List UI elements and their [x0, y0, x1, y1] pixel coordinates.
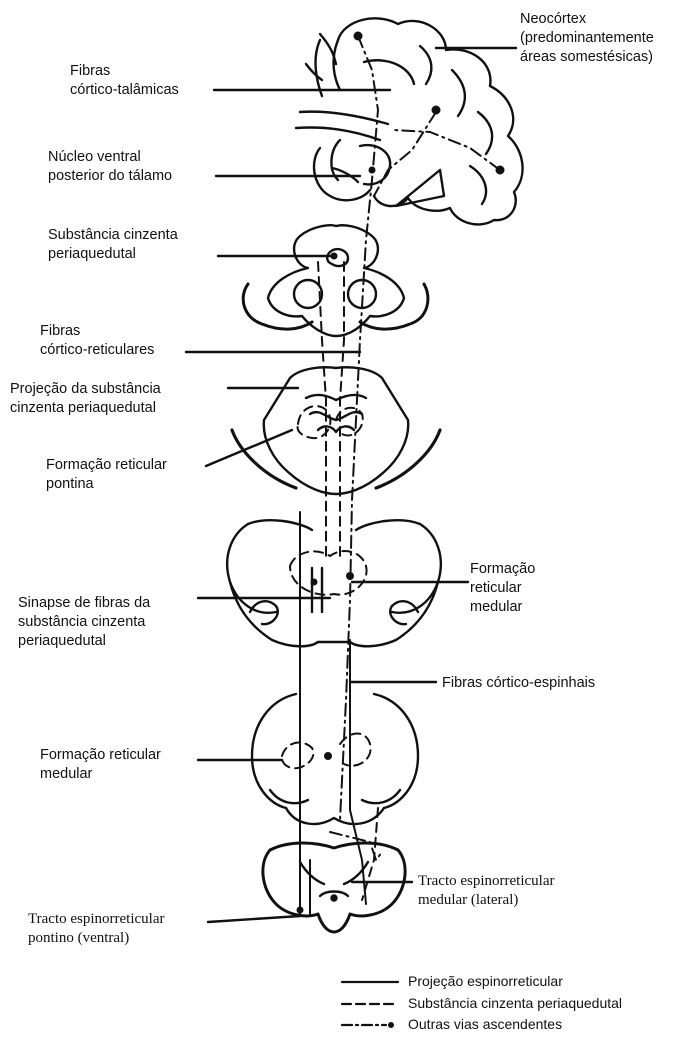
label-line: (predominantemente	[520, 29, 654, 48]
label-line: pontino (ventral)	[28, 929, 165, 948]
label-line: medular	[470, 598, 535, 617]
label-line: cinzenta periaquedutal	[10, 399, 161, 418]
label-line: córtico-reticulares	[40, 341, 154, 360]
label-line: Núcleo ventral	[48, 148, 172, 167]
label-line: Fibras córtico-espinhais	[442, 674, 595, 693]
label-fibras-cortico-reticulares: Fibras córtico-reticulares	[40, 322, 154, 360]
label-line: pontina	[46, 475, 167, 494]
label-sinapse-fibras: Sinapse de fibras da substância cinzenta…	[18, 594, 150, 651]
neuron-dots	[297, 32, 505, 914]
label-nucleo-ventral: Núcleo ventral posterior do tálamo	[48, 148, 172, 186]
label-line: Tracto espinorreticular	[418, 872, 555, 891]
label-formacao-pontina: Formação reticular pontina	[46, 456, 167, 494]
label-tracto-medular: Tracto espinorreticular medular (lateral…	[418, 872, 555, 910]
label-line: medular (lateral)	[418, 891, 555, 910]
label-line: Formação reticular	[40, 746, 161, 765]
label-line: Fibras	[40, 322, 154, 341]
label-line: periaquedutal	[18, 632, 150, 651]
label-substancia-cinzenta: Substância cinzenta periaquedutal	[48, 226, 178, 264]
label-line: posterior do tálamo	[48, 167, 172, 186]
upper-medulla-section	[227, 520, 441, 646]
label-line: Formação reticular	[46, 456, 167, 475]
label-formacao-medular-right: Formação reticular medular	[470, 560, 535, 617]
label-line: Projeção da substância	[10, 380, 161, 399]
label-line: Tracto espinorreticular	[28, 910, 165, 929]
label-line: córtico-talâmicas	[70, 81, 179, 100]
neocortex-shape	[296, 18, 523, 224]
label-projecao-substancia: Projeção da substância cinzenta periaque…	[10, 380, 161, 418]
spinoreticular-tracts	[300, 512, 366, 916]
pons-section	[232, 367, 440, 494]
label-line: substância cinzenta	[18, 613, 150, 632]
label-line: Fibras	[70, 62, 179, 81]
label-line: Neocórtex	[520, 10, 654, 29]
label-neocortex: Neocórtex (predominantemente áreas somes…	[520, 10, 654, 67]
midbrain-section	[243, 225, 428, 336]
label-line: Formação	[470, 560, 535, 579]
label-formacao-medular-left: Formação reticular medular	[40, 746, 161, 784]
label-line: medular	[40, 765, 161, 784]
legend-strokes	[342, 982, 398, 1028]
legend-item-dashdot: Outras vias ascendentes	[408, 1016, 562, 1032]
label-line: Substância cinzenta	[48, 226, 178, 245]
label-line: Sinapse de fibras da	[18, 594, 150, 613]
spinal-cord-section	[263, 843, 405, 932]
label-fibras-cortico-espinhais: Fibras córtico-espinhais	[442, 674, 595, 693]
label-line: periaquedutal	[48, 245, 178, 264]
label-line: reticular	[470, 579, 535, 598]
label-line: áreas somestésicas)	[520, 48, 654, 67]
label-fibras-cortico-talamicas: Fibras córtico-talâmicas	[70, 62, 179, 100]
label-tracto-pontino: Tracto espinorreticular pontino (ventral…	[28, 910, 165, 948]
legend-item-dashed: Substância cinzenta periaquedutal	[408, 995, 622, 1011]
legend-item-solid: Projeção espinorreticular	[408, 973, 563, 989]
